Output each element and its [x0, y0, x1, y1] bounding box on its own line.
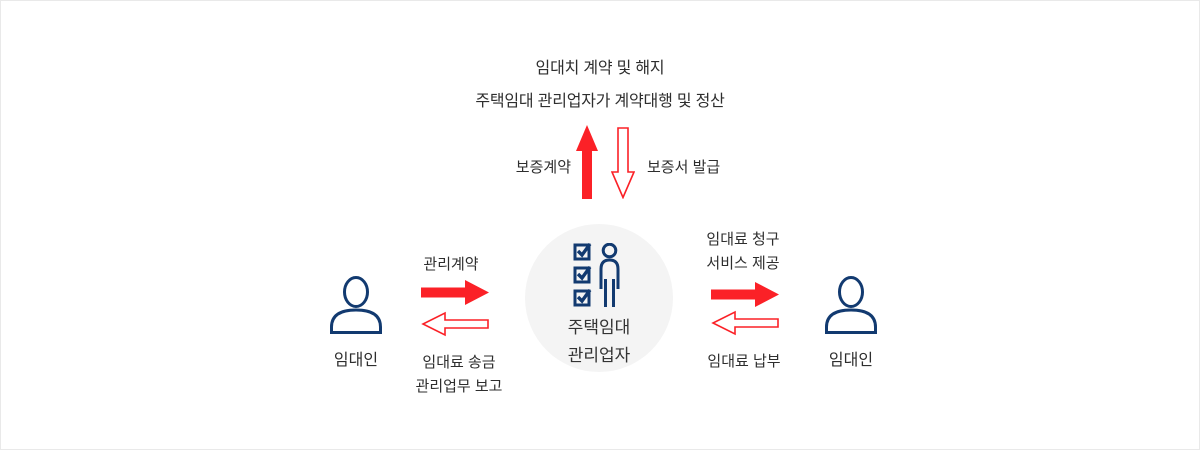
- manager-circle: 주택임대 관리업자: [525, 224, 673, 372]
- arrow-right-filled-icon-right: [711, 282, 779, 307]
- left-actor-label: 임대인: [333, 352, 379, 369]
- arrow-left-outline-icon-right: [711, 310, 779, 336]
- rent-remittance-label: 임대료 송금: [422, 354, 496, 371]
- rent-billing-label: 임대료 청구: [706, 231, 780, 248]
- manager-name-line2: 관리업자: [567, 346, 631, 365]
- right-actor-label: 임대인: [828, 352, 874, 369]
- person-icon-right: [825, 276, 877, 334]
- rent-payment-label: 임대료 납부: [707, 353, 781, 370]
- service-provide-label: 서비스 제공: [706, 255, 780, 272]
- guarantee-issue-label: 보증서 발급: [647, 159, 721, 176]
- arrow-up-filled-icon: [576, 125, 598, 199]
- guarantee-contract-label: 보증계약: [515, 159, 571, 176]
- header-note-line2: 주택임대 관리업자가 계약대행 및 정산: [475, 93, 725, 110]
- person-icon-left: [330, 276, 382, 334]
- management-contract-label: 관리계약: [423, 256, 479, 273]
- manager-name-line1: 주택임대: [567, 318, 631, 337]
- checklist-manager-icon: [573, 243, 620, 307]
- header-note-line1: 임대치 계약 및 해지: [535, 60, 665, 77]
- arrow-down-outline-icon: [611, 127, 635, 199]
- management-report-label: 관리업무 보고: [415, 378, 503, 395]
- arrow-left-outline-icon-left: [421, 311, 489, 337]
- arrow-right-filled-icon-left: [421, 280, 489, 305]
